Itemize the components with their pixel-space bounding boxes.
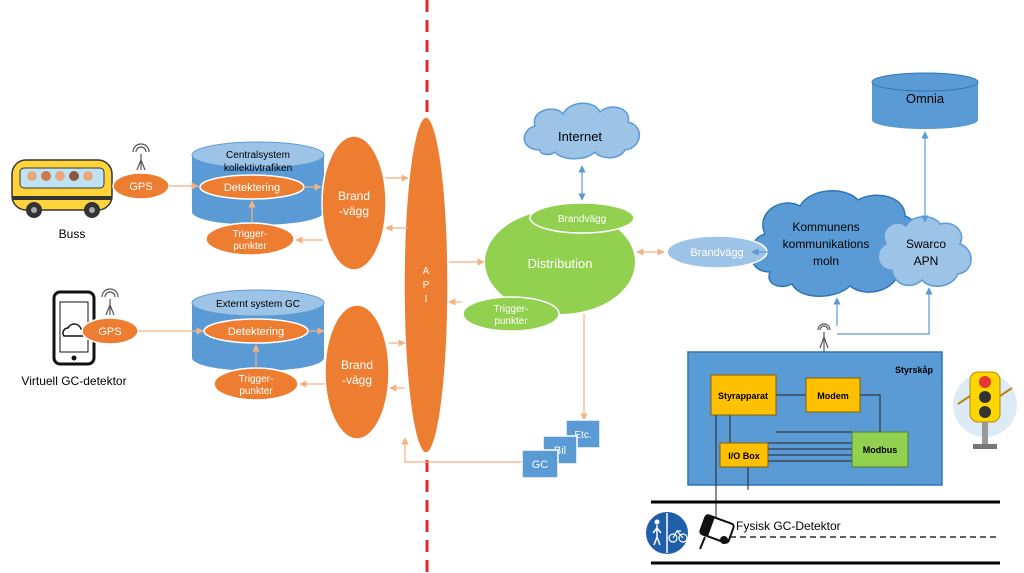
municipal-cloud <box>749 190 921 297</box>
io-box <box>719 442 769 468</box>
central-system-label-2: kollektivtrafiken <box>224 163 292 174</box>
api-letter-a: A <box>423 266 430 277</box>
external-system-cylinder <box>191 289 325 371</box>
middle-connectors <box>401 248 665 463</box>
distribution-node <box>485 210 635 314</box>
bus-label: Buss <box>59 227 86 241</box>
antenna-icon <box>132 143 150 171</box>
municipal-cloud-label-1: Kommunens <box>792 220 859 234</box>
dist-firewall-label: Brandvägg <box>558 214 606 225</box>
cabinet-wiring <box>715 394 881 533</box>
dist-trigger-label-2: punkter <box>494 316 528 327</box>
swarco-label-1: Swarco <box>906 237 946 251</box>
trigger-label-bottom-2: punkter <box>239 386 273 397</box>
modem-label: Modem <box>817 391 849 401</box>
cabinet-label: Styrskåp <box>895 365 934 375</box>
firewall-label-top-1: Brand <box>338 189 370 203</box>
detection-label-bottom: Detektering <box>228 326 284 338</box>
road <box>651 500 1000 565</box>
firewall-label-top-2: -vägg <box>339 204 369 218</box>
left-connectors <box>138 174 409 392</box>
physical-detector-label: Fysisk GC-Detektor <box>736 519 841 533</box>
school-bus-icon <box>11 159 113 218</box>
trigger-label-bottom-1: Trigger- <box>239 374 274 385</box>
api-node <box>403 116 449 454</box>
antenna-icon <box>101 288 119 316</box>
modbus-label: Modbus <box>863 445 898 455</box>
io-box-label: I/O Box <box>728 451 760 461</box>
dist-firewall-node <box>529 202 635 234</box>
card-gc-label: GC <box>532 459 549 471</box>
virtual-detector-label: Virtuell GC-detektor <box>21 374 126 388</box>
firewall-label-bottom-2: -vägg <box>342 373 372 387</box>
distribution-label: Distribution <box>527 256 592 271</box>
net-firewall-label: Brandvägg <box>690 247 743 259</box>
gps-label-phone: GPS <box>98 326 121 338</box>
internet-label: Internet <box>558 129 602 144</box>
swarco-label-2: APN <box>914 254 939 268</box>
controller-box <box>710 374 777 416</box>
firewall-node-top <box>321 135 387 271</box>
municipal-cloud-label-2: kommunikations <box>783 237 870 251</box>
gps-label-bus: GPS <box>129 181 152 193</box>
traffic-light-icon <box>953 371 1017 449</box>
dist-trigger-node <box>462 296 560 332</box>
municipal-cloud-label-3: moln <box>813 254 839 268</box>
external-system-label: Externt system GC <box>216 299 300 310</box>
api-letter-p: P <box>423 280 430 291</box>
detection-label-top: Detektering <box>224 182 280 194</box>
camera-icon <box>699 514 735 550</box>
trigger-node-top <box>205 222 295 256</box>
antenna-icon <box>817 323 831 349</box>
right-connectors <box>751 131 933 335</box>
smartphone-cloud-icon <box>52 290 96 366</box>
omnia-label: Omnia <box>906 91 945 106</box>
trigger-label-top-1: Trigger- <box>233 229 268 240</box>
card-etc-label: Etc. <box>574 430 591 441</box>
trigger-label-top-2: punkter <box>233 241 267 252</box>
modbus-box <box>851 431 909 468</box>
api-letter-i: I <box>425 294 428 305</box>
firewall-label-bottom-1: Brand <box>341 358 373 372</box>
central-system-label-1: Centralsystem <box>226 150 290 161</box>
swarco-cloud <box>877 216 972 287</box>
firewall-node-bottom <box>324 304 390 440</box>
card-gc <box>521 449 559 479</box>
dist-trigger-label-1: Trigger- <box>494 304 529 315</box>
internet-cloud <box>523 102 640 160</box>
omnia-database <box>871 72 979 129</box>
modem-box <box>805 377 861 413</box>
controller-label: Styrapparat <box>718 391 768 401</box>
pedestrian-bicycle-sign-icon <box>644 510 690 556</box>
